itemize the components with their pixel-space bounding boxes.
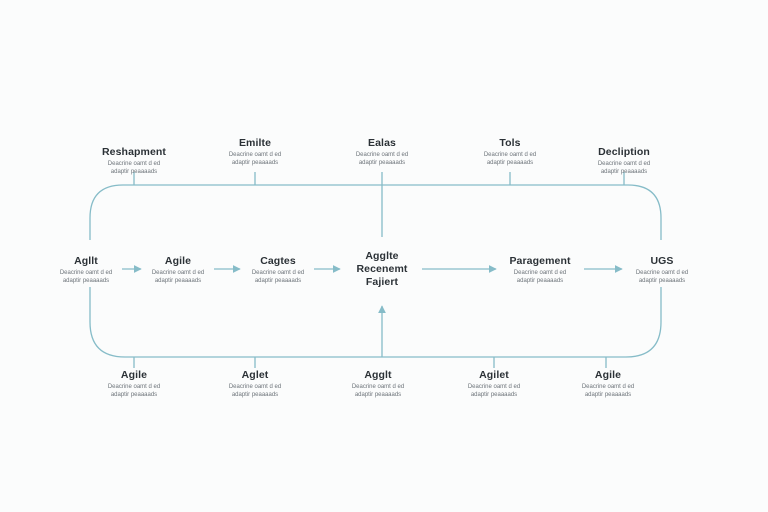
top-node-title: Tols [499, 137, 521, 149]
desc-line-2: adaptir peaaaads [470, 391, 518, 398]
top-node-ealas: Ealas Deacrine oamt d ed adaptir peaaaad… [356, 137, 408, 167]
desc-line-2: adaptir peaaaads [516, 277, 564, 284]
desc-line-1: Deacrine oamt d ed [251, 270, 305, 276]
top-node-desc: Deacrine oamt d ed adaptir peaaaads [102, 161, 166, 176]
center-node-line-1: Agglte [365, 250, 399, 262]
middle-node-agile: Agile Deacrine oamt d ed adaptir peaaaad… [147, 253, 209, 287]
middle-node-desc: Deacrine oamt d ed adaptir peaaaads [60, 270, 112, 285]
desc-line-2: adaptir peaaaads [231, 391, 279, 398]
desc-line-2: adaptir peaaaads [62, 277, 110, 284]
desc-line-1: Deacrine oamt d ed [597, 161, 651, 167]
top-node-decliption: Decliption Deacrine oamt d ed adaptir pe… [598, 146, 650, 176]
desc-line-1: Deacrine oamt d ed [107, 384, 161, 390]
desc-line-1: Deacrine oamt d ed [151, 270, 205, 276]
middle-node-agllt: Agllt Deacrine oamt d ed adaptir peaaaad… [55, 253, 117, 287]
bottom-node-desc: Deacrine oamt d ed adaptir peaaaads [352, 384, 404, 399]
top-node-desc: Deacrine oamt d ed adaptir peaaaads [356, 152, 408, 167]
desc-line-2: adaptir peaaaads [638, 277, 686, 284]
middle-node-title: Paragement [509, 255, 571, 267]
desc-line-1: Deacrine oamt d ed [228, 152, 282, 158]
middle-node-desc: Deacrine oamt d ed adaptir peaaaads [152, 270, 204, 285]
top-node-desc: Deacrine oamt d ed adaptir peaaaads [598, 161, 650, 176]
desc-line-2: adaptir peaaaads [358, 159, 406, 166]
bottom-node-title: Agglt [364, 369, 392, 381]
middle-node-desc: Deacrine oamt d ed adaptir peaaaads [509, 270, 570, 285]
middle-node-title: Agile [164, 255, 192, 267]
desc-line-1: Deacrine oamt d ed [107, 161, 161, 167]
bottom-node-desc: Deacrine oamt d ed adaptir peaaaads [582, 384, 634, 399]
center-node-line-2: Recenemt [356, 263, 408, 275]
top-node-title: Emilte [238, 137, 272, 149]
desc-line-1: Deacrine oamt d ed [581, 384, 635, 390]
bottom-node-title: Agile [594, 369, 622, 381]
top-node-desc: Deacrine oamt d ed adaptir peaaaads [484, 152, 536, 167]
top-node-title: Decliption [598, 146, 650, 158]
desc-line-1: Deacrine oamt d ed [351, 384, 405, 390]
bottom-node-agile: Agile Deacrine oamt d ed adaptir peaaaad… [108, 369, 160, 399]
center-node-line-3: Fajiert [365, 276, 399, 288]
desc-line-2: adaptir peaaaads [600, 168, 648, 175]
bottom-node-aglet: Aglet Deacrine oamt d ed adaptir peaaaad… [229, 369, 281, 399]
desc-line-2: adaptir peaaaads [154, 277, 202, 284]
middle-node-paragement: Paragement Deacrine oamt d ed adaptir pe… [505, 253, 575, 287]
middle-node-title: Agllt [74, 255, 98, 267]
bottom-node-title: Agile [120, 369, 148, 381]
top-node-emilte: Emilte Deacrine oamt d ed adaptir peaaaa… [229, 137, 281, 167]
desc-line-2: adaptir peaaaads [110, 391, 158, 398]
desc-line-1: Deacrine oamt d ed [59, 270, 113, 276]
top-node-reshapment: Reshapment Deacrine oamt d ed adaptir pe… [102, 146, 166, 176]
desc-line-1: Deacrine oamt d ed [228, 384, 282, 390]
middle-node-title: UGS [650, 255, 674, 267]
bottom-node-title: Aglet [241, 369, 269, 381]
desc-line-1: Deacrine oamt d ed [467, 384, 521, 390]
desc-line-2: adaptir peaaaads [254, 277, 302, 284]
desc-line-2: adaptir peaaaads [584, 391, 632, 398]
desc-line-2: adaptir peaaaads [231, 159, 279, 166]
bottom-node-desc: Deacrine oamt d ed adaptir peaaaads [229, 384, 281, 399]
bottom-node-title: Agilet [479, 369, 509, 381]
middle-node-cagtes: Cagtes Deacrine oamt d ed adaptir peaaaa… [247, 253, 309, 287]
loop-bottom-line [89, 282, 662, 358]
top-node-title: Reshapment [101, 146, 167, 158]
middle-node-title: Cagtes [260, 255, 296, 267]
bottom-node-desc: Deacrine oamt d ed adaptir peaaaads [468, 384, 520, 399]
bottom-node-agglt: Agglt Deacrine oamt d ed adaptir peaaaad… [352, 369, 404, 399]
middle-node-desc: Deacrine oamt d ed adaptir peaaaads [252, 270, 304, 285]
middle-node-desc: Deacrine oamt d ed adaptir peaaaads [636, 270, 688, 285]
loop-top-line [89, 184, 662, 240]
center-node: Agglte Recenemt Fajiert [350, 248, 414, 291]
top-node-title: Ealas [368, 137, 396, 149]
bottom-node-agilet: Agilet Deacrine oamt d ed adaptir peaaaa… [468, 369, 520, 399]
bottom-node-agile-2: Agile Deacrine oamt d ed adaptir peaaaad… [582, 369, 634, 399]
middle-node-ugs: UGS Deacrine oamt d ed adaptir peaaaads [631, 253, 693, 287]
desc-line-2: adaptir peaaaads [354, 391, 402, 398]
desc-line-1: Deacrine oamt d ed [513, 270, 567, 276]
top-node-desc: Deacrine oamt d ed adaptir peaaaads [229, 152, 281, 167]
desc-line-1: Deacrine oamt d ed [635, 270, 689, 276]
bottom-node-desc: Deacrine oamt d ed adaptir peaaaads [108, 384, 160, 399]
top-node-tols: Tols Deacrine oamt d ed adaptir peaaaads [484, 137, 536, 167]
desc-line-2: adaptir peaaaads [110, 168, 158, 175]
desc-line-1: Deacrine oamt d ed [355, 152, 409, 158]
desc-line-1: Deacrine oamt d ed [483, 152, 537, 158]
desc-line-2: adaptir peaaaads [486, 159, 534, 166]
